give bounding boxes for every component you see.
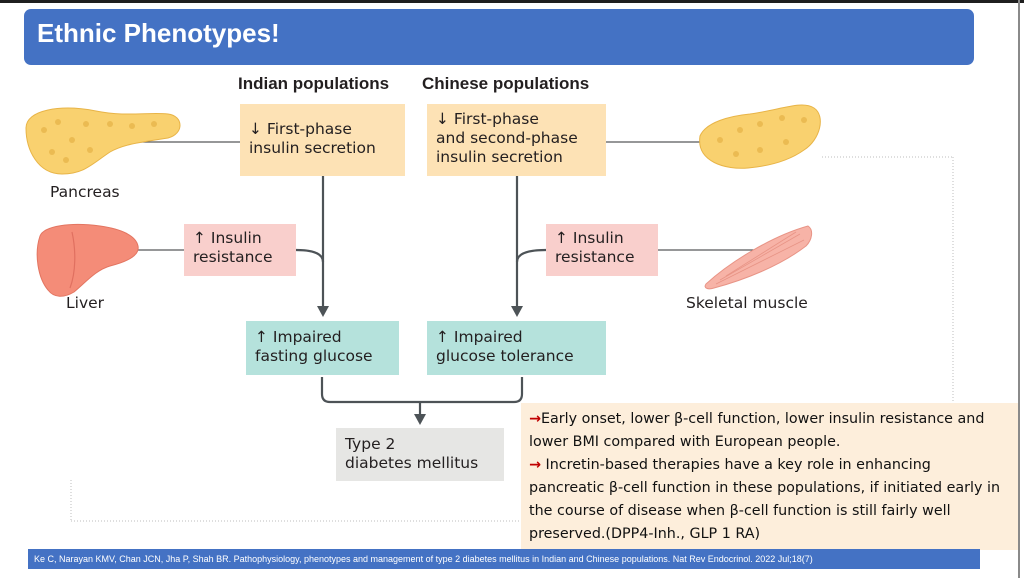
label-skeletal-muscle: Skeletal muscle: [686, 294, 808, 312]
box-line: resistance: [193, 248, 273, 266]
box-line: ↑ Insulin: [555, 229, 624, 247]
flow-arrowheads: [317, 306, 523, 425]
skeletal-muscle-icon: [704, 225, 813, 290]
right-arrow-icon: →: [529, 457, 541, 473]
box-first-phase-secretion: ↓ First-phase insulin secretion: [240, 104, 405, 176]
title-bar: Ethnic Phenotypes!: [24, 9, 974, 65]
box-first-second-phase-secretion: ↓ First-phase and second-phase insulin s…: [427, 104, 606, 176]
column-header-chinese: Chinese populations: [422, 74, 590, 93]
box-line: ↑ Impaired: [436, 328, 523, 346]
column-header-indian: Indian populations: [238, 74, 390, 93]
label-pancreas: Pancreas: [50, 183, 120, 201]
summary-note: →Early onset, lower β-cell function, low…: [521, 403, 1018, 550]
box-line: diabetes mellitus: [345, 454, 479, 472]
note-bullet-2: → Incretin-based therapies have a key ro…: [529, 454, 1010, 546]
citation-bar: Ke C, Narayan KMV, Chan JCN, Jha P, Shah…: [28, 549, 980, 569]
liver-icon: [36, 223, 139, 297]
box-line: insulin secretion: [249, 139, 376, 157]
pancreas-icon: [25, 107, 181, 175]
box-line: resistance: [555, 248, 635, 266]
note-text: Incretin-based therapies have a key role…: [529, 457, 1001, 542]
dotted-frame: [70, 156, 954, 522]
box-line: ↓ First-phase: [436, 110, 539, 128]
label-liver: Liver: [66, 294, 105, 312]
pancreas-icon-right: [699, 104, 821, 169]
box-type2-diabetes: Type 2 diabetes mellitus: [336, 428, 504, 481]
box-line: and second-phase: [436, 129, 578, 147]
box-line: ↑ Insulin: [193, 229, 262, 247]
box-insulin-resistance-chinese: ↑ Insulin resistance: [546, 224, 658, 276]
note-bullet-1: →Early onset, lower β-cell function, low…: [529, 408, 1010, 454]
note-text: Early onset, lower β-cell function, lowe…: [529, 411, 985, 450]
box-line: glucose tolerance: [436, 347, 574, 365]
box-impaired-fasting-glucose: ↑ Impaired fasting glucose: [246, 321, 399, 375]
box-insulin-resistance-indian: ↑ Insulin resistance: [184, 224, 296, 276]
top-border: [0, 0, 1024, 3]
box-line: ↑ Impaired: [255, 328, 342, 346]
slide-title: Ethnic Phenotypes!: [37, 18, 280, 48]
right-border: [1018, 0, 1020, 578]
box-line: insulin secretion: [436, 148, 563, 166]
box-line: Type 2: [345, 435, 396, 453]
flow-connectors: [295, 176, 547, 416]
box-line: fasting glucose: [255, 347, 373, 365]
box-line: ↓ First-phase: [249, 120, 352, 138]
right-arrow-icon: →: [529, 411, 541, 427]
box-impaired-glucose-tolerance: ↑ Impaired glucose tolerance: [427, 321, 606, 375]
